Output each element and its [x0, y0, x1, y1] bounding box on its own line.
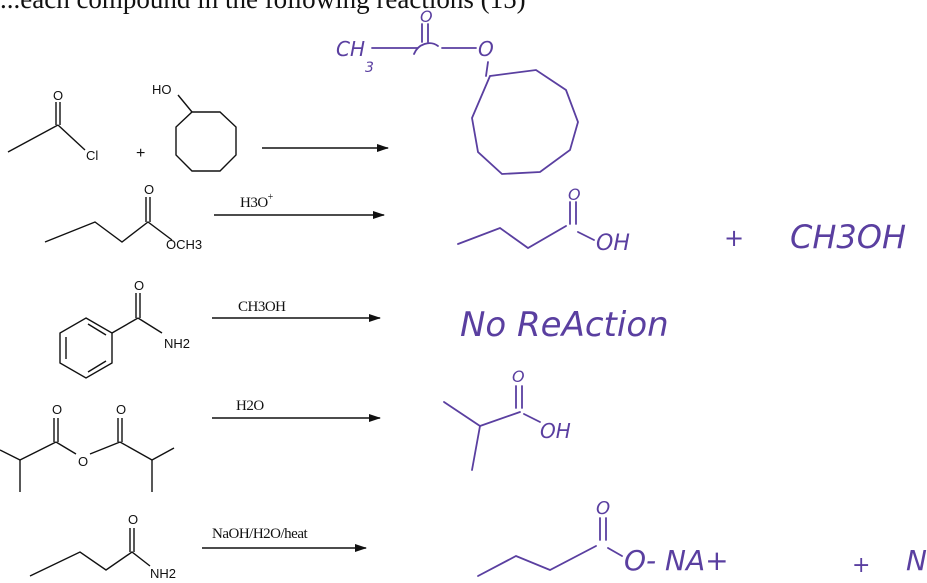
amine-label: NH2 — [150, 566, 176, 581]
benzamide — [59, 293, 163, 379]
no-reaction-answer: No ReAction — [460, 305, 669, 345]
handwritten-acid-answer: O OH + CH3OH — [457, 185, 906, 256]
reagent-label: H3O+ — [240, 192, 274, 211]
chlorine-label: Cl — [86, 148, 98, 163]
handwritten-acid-answer: O OH — [443, 367, 571, 471]
methanol-byproduct: CH3OH — [790, 218, 906, 256]
carbonyl-oxygen-label: O — [144, 182, 154, 197]
reaction-3: O NH2 CH3OH No ReAction — [59, 278, 669, 379]
acetyl-chloride — [7, 102, 86, 153]
carbonyl-oxygen-label: O — [568, 185, 581, 204]
plus-sign: + — [724, 224, 744, 252]
plus-sign: + — [136, 145, 145, 162]
handwritten-carboxylate-answer: O O- NA+ + N — [477, 498, 927, 578]
carbonyl-oxygen-label-left: O — [52, 402, 62, 417]
hydroxyl-label: OH — [540, 419, 571, 443]
reaction-1: O Cl + HO CH 3 O O — [7, 7, 579, 175]
instruction-text: ...each compound in the following reacti… — [0, 0, 927, 14]
carbonyl-oxygen-label-right: O — [116, 402, 126, 417]
carbonyl-oxygen-label: O — [420, 7, 433, 26]
ester-oxygen-label: O — [478, 37, 494, 61]
reagent-label: NaOH/H2O/heat — [212, 526, 308, 542]
methyl-group-text: CH — [336, 37, 365, 61]
reaction-5: O NH2 NaOH/H2O/heat O O- NA+ + N — [29, 498, 927, 581]
reaction-4: O O O H2O O OH — [0, 367, 571, 492]
plus-sign: + — [852, 553, 870, 578]
hydroxyl-label: OH — [596, 231, 630, 256]
carboxylate-sodium-label: O- NA+ — [624, 544, 729, 577]
methyl-butanoate — [44, 197, 173, 243]
reaction-2: O OCH3 H3O+ O OH + CH3OH — [44, 182, 906, 256]
carbonyl-oxygen-label: O — [512, 367, 525, 386]
butanamide — [29, 528, 151, 577]
hydroxyl-label: HO — [152, 82, 172, 97]
reagent-label: CH3OH — [238, 299, 286, 315]
methyl-subscript: 3 — [365, 60, 374, 76]
amine-label: NH2 — [164, 336, 190, 351]
bridge-oxygen-label: O — [78, 454, 88, 469]
isobutyric-anhydride — [0, 418, 175, 492]
cut-off-text: N — [906, 544, 927, 577]
cyclooctanol — [175, 94, 237, 172]
carbonyl-oxygen-label: O — [128, 512, 138, 527]
carbonyl-oxygen-label: O — [134, 278, 144, 293]
handwritten-ester-answer: CH 3 O O — [336, 7, 579, 175]
reagent-label: H2O — [236, 398, 264, 414]
carbonyl-oxygen-label: O — [596, 498, 610, 519]
carbonyl-oxygen-label: O — [53, 88, 63, 103]
methoxy-label: OCH3 — [166, 237, 202, 252]
